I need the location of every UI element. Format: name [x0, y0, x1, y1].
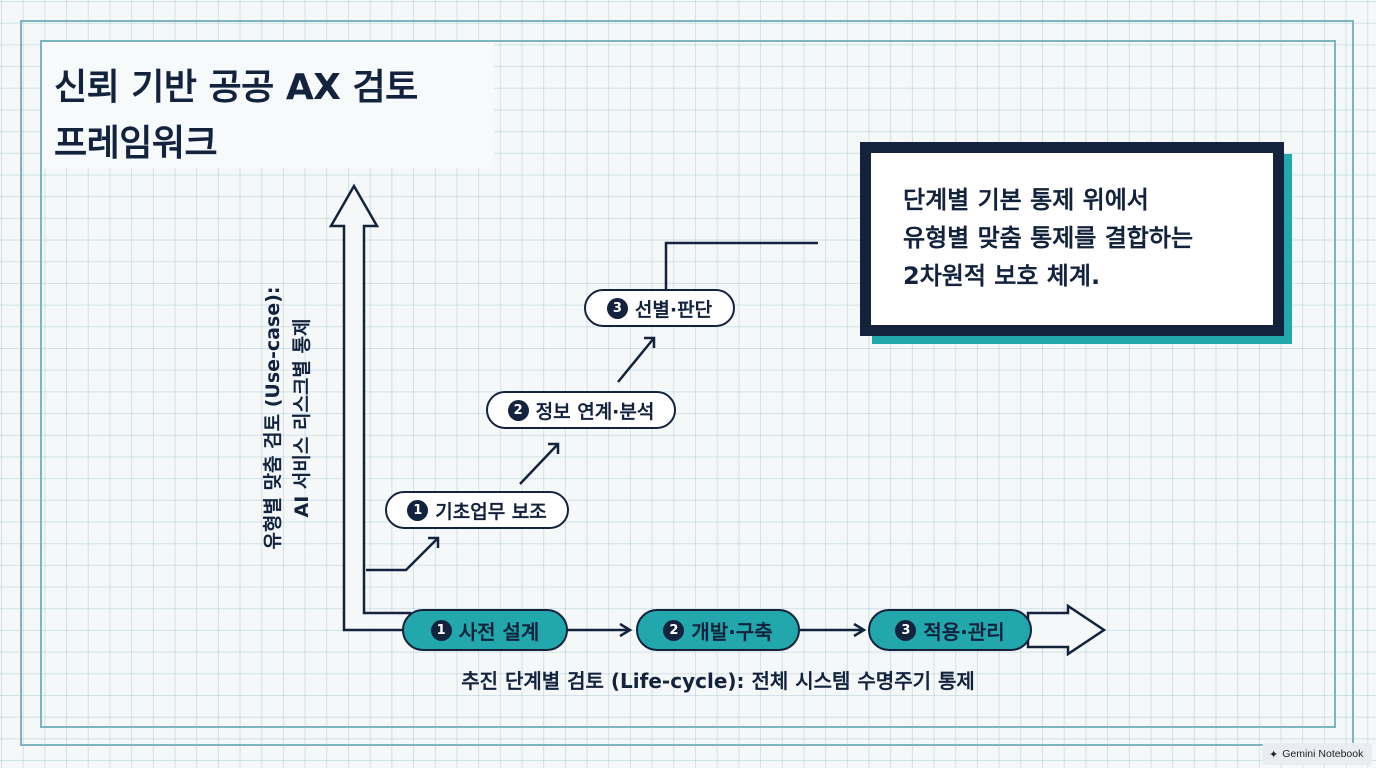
x-axis-arrow	[1026, 603, 1107, 657]
x-axis-label: 추진 단계별 검토 (Life-cycle): 전체 시스템 수명주기 통제	[461, 669, 975, 693]
gemini-spark-icon: ✦	[1269, 748, 1279, 761]
y-axis-label-line1: 유형별 맞춤 검토 (Use-case):	[262, 286, 284, 550]
page-title: 신뢰 기반 공공 AX 검토 프레임워크	[54, 67, 418, 164]
usecase-step-label: 기초업무 보조	[435, 500, 547, 523]
inner-frame	[40, 40, 1336, 728]
gemini-notebook-badge[interactable]: ✦ Gemini Notebook	[1262, 743, 1373, 765]
title-panel	[42, 42, 494, 168]
usecase-arrow-0-1	[366, 537, 439, 572]
usecase-arrow-2-3	[617, 337, 655, 383]
step-number-badge: 2	[507, 399, 529, 421]
usecase-step-label: 선별·판단	[634, 298, 713, 321]
usecase-step-2: 2 정보 연계·분석	[486, 391, 676, 429]
lifecycle-step-label: 개발·구축	[691, 619, 773, 644]
usecase-step-label: 정보 연계·분석	[535, 400, 655, 423]
outer-frame	[20, 20, 1354, 746]
y-axis-label: 유형별 맞춤 검토 (Use-case): AI 서비스 리스크별 통제	[259, 268, 317, 568]
lifecycle-step-1: 1 사전 설계	[402, 609, 568, 651]
step-number-badge: 3	[606, 297, 628, 319]
lifecycle-step-label: 적용·관리	[923, 619, 1005, 644]
step-number-badge: 1	[430, 619, 452, 641]
badge-label: Gemini Notebook	[1282, 748, 1364, 760]
y-axis-arrow	[328, 183, 412, 632]
step-number-badge: 1	[407, 499, 429, 521]
y-axis-label-line2: AI 서비스 리스크별 통제	[291, 318, 313, 518]
lifecycle-step-3: 3 적용·관리	[868, 609, 1032, 651]
callout-inner: 단계별 기본 통제 위에서 유형별 맞춤 통제를 결합하는 2차원적 보호 체계…	[871, 153, 1273, 325]
usecase-step-3: 3 선별·판단	[584, 289, 735, 327]
lifecycle-step-2: 2 개발·구축	[636, 609, 800, 651]
step-number-badge: 2	[663, 619, 685, 641]
usecase-step-1: 1 기초업무 보조	[385, 491, 569, 529]
callout-text: 단계별 기본 통제 위에서 유형별 맞춤 통제를 결합하는 2차원적 보호 체계…	[903, 186, 1194, 290]
callout-connector	[664, 241, 818, 292]
callout-box: 단계별 기본 통제 위에서 유형별 맞춤 통제를 결합하는 2차원적 보호 체계…	[860, 142, 1284, 336]
usecase-arrow-1-2	[519, 443, 559, 485]
step-number-badge: 3	[895, 619, 917, 641]
lifecycle-step-label: 사전 설계	[458, 619, 540, 644]
